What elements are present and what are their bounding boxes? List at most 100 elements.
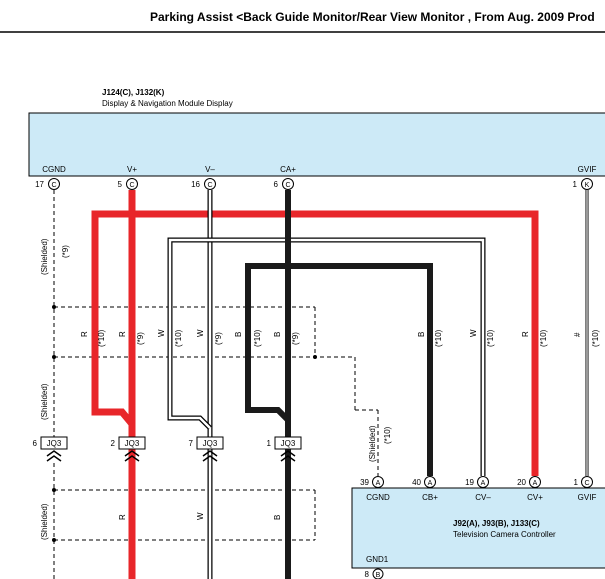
jq3-pin-7: 7 JQ3 (189, 436, 224, 462)
svg-text:40: 40 (412, 478, 421, 487)
wire-code-b1: B (234, 332, 243, 337)
wire-code-w-lower: W (196, 512, 205, 520)
shield-node-b (52, 355, 56, 359)
note-10-g: (*10) (591, 329, 600, 347)
svg-text:C: C (285, 182, 290, 189)
wire-code-w3: W (469, 329, 478, 337)
ctrl-pin-19: 19 A (465, 476, 489, 488)
note-10-e: (*10) (486, 329, 495, 347)
ctrl-pin-label-cbplus: CB+ (422, 493, 438, 502)
svg-text:20: 20 (517, 478, 526, 487)
ctrl-pin-20: 20 A (517, 476, 541, 488)
display-name: Display & Navigation Module Display (102, 99, 233, 108)
svg-text:A: A (428, 480, 433, 487)
svg-text:2: 2 (111, 439, 116, 448)
wire-code-hash: # (573, 332, 582, 337)
display-pin-label-caplus: CA+ (280, 165, 296, 174)
note-10-d: (*10) (434, 329, 443, 347)
svg-text:39: 39 (360, 478, 369, 487)
lower-shield-node-b (52, 538, 56, 542)
display-pin-circle-17: C (48, 178, 60, 190)
wire-code-b2: B (273, 332, 282, 337)
ctrl-pin-40: 40 A (412, 476, 436, 488)
page-title: Parking Assist <Back Guide Monitor/Rear … (150, 10, 595, 24)
display-pin-label-vplus: V+ (127, 165, 137, 174)
svg-text:JQ3: JQ3 (281, 439, 296, 448)
svg-text:JQ3: JQ3 (47, 439, 62, 448)
display-pin-circle-16: C (204, 178, 216, 190)
display-pin-num-6: 6 (274, 180, 279, 189)
jq3-pin-6: 6 JQ3 (33, 436, 68, 462)
ctrl-pin-1c: 1 C (574, 476, 593, 488)
wire-code-w2: W (196, 329, 205, 337)
svg-text:JQ3: JQ3 (125, 439, 140, 448)
display-pin-circle-6: C (282, 178, 294, 190)
svg-text:C: C (129, 182, 134, 189)
display-pin-label-vminus: V– (205, 165, 215, 174)
wire-code-r1: R (80, 331, 89, 337)
note-10-f: (*10) (539, 329, 548, 347)
wire-code-r3: R (521, 331, 530, 337)
controller-module-box (351, 487, 605, 569)
shield-node-a (52, 305, 56, 309)
display-pin-num-17: 17 (35, 180, 44, 189)
controller-ref: J92(A), J93(B), J133(C) (453, 519, 540, 528)
display-pin-label-cgnd: CGND (42, 165, 66, 174)
note-9-c: (*9) (291, 332, 300, 345)
svg-text:A: A (533, 480, 538, 487)
shield-label-1: (Shielded) (40, 238, 49, 275)
controller-name: Television Camera Controller (453, 530, 556, 539)
display-pin-num-1: 1 (573, 180, 578, 189)
ctrl-pin-label-gvif: GVIF (578, 493, 597, 502)
ctrl-pin-label-cvminus: CV– (475, 493, 491, 502)
display-pin-circle-1k: K (581, 178, 593, 190)
wire-code-r2: R (118, 331, 127, 337)
note-10-b: (*10) (174, 329, 183, 347)
svg-text:B: B (376, 572, 381, 579)
ctrl-pin-label-cgnd: CGND (366, 493, 390, 502)
display-ref: J124(C), J132(K) (102, 88, 165, 97)
white-wire (167, 190, 486, 579)
note-10-c: (*10) (253, 329, 262, 347)
note-label-10-ctrl: (*10) (383, 426, 392, 444)
svg-text:A: A (481, 480, 486, 487)
wire-code-b-lower: B (273, 515, 282, 520)
wire-code-r-lower: R (118, 514, 127, 520)
note-label-9-top: (*9) (61, 245, 70, 258)
display-pin-circle-5: C (126, 178, 138, 190)
jq3-pin-2: 2 JQ3 (111, 436, 146, 462)
black-wire (245, 190, 433, 579)
ctrl-pin-8-gnd: 8 B (365, 568, 384, 579)
svg-text:19: 19 (465, 478, 474, 487)
display-pin-label-gvif: GVIF (578, 165, 597, 174)
svg-text:8: 8 (365, 570, 370, 579)
display-module-box (28, 112, 605, 177)
shield-label-3: (Shielded) (40, 503, 49, 540)
red-wire (91, 190, 539, 579)
svg-text:6: 6 (33, 439, 38, 448)
controller-gnd-label: GND1 (366, 555, 389, 564)
svg-text:C: C (207, 182, 212, 189)
svg-text:K: K (585, 182, 590, 189)
display-pin-num-5: 5 (118, 180, 123, 189)
svg-text:1: 1 (267, 439, 272, 448)
shield-label-4: (Shielded) (368, 425, 377, 462)
note-9-b: (*9) (214, 332, 223, 345)
svg-text:C: C (51, 182, 56, 189)
svg-text:7: 7 (189, 439, 194, 448)
svg-text:A: A (376, 480, 381, 487)
ctrl-pin-label-cvplus: CV+ (527, 493, 543, 502)
svg-text:JQ3: JQ3 (203, 439, 218, 448)
note-9-a: (*9) (136, 332, 145, 345)
wire-code-b3: B (417, 332, 426, 337)
shield-node-c (313, 355, 317, 359)
display-pin-num-16: 16 (191, 180, 200, 189)
ctrl-pin-39: 39 A (360, 476, 384, 488)
lower-shield-node-a (52, 488, 56, 492)
note-10-a: (*10) (97, 329, 106, 347)
svg-text:C: C (584, 480, 589, 487)
jq3-pin-1: 1 JQ3 (267, 436, 302, 462)
shield-label-2: (Shielded) (40, 383, 49, 420)
wire-code-w1: W (157, 329, 166, 337)
